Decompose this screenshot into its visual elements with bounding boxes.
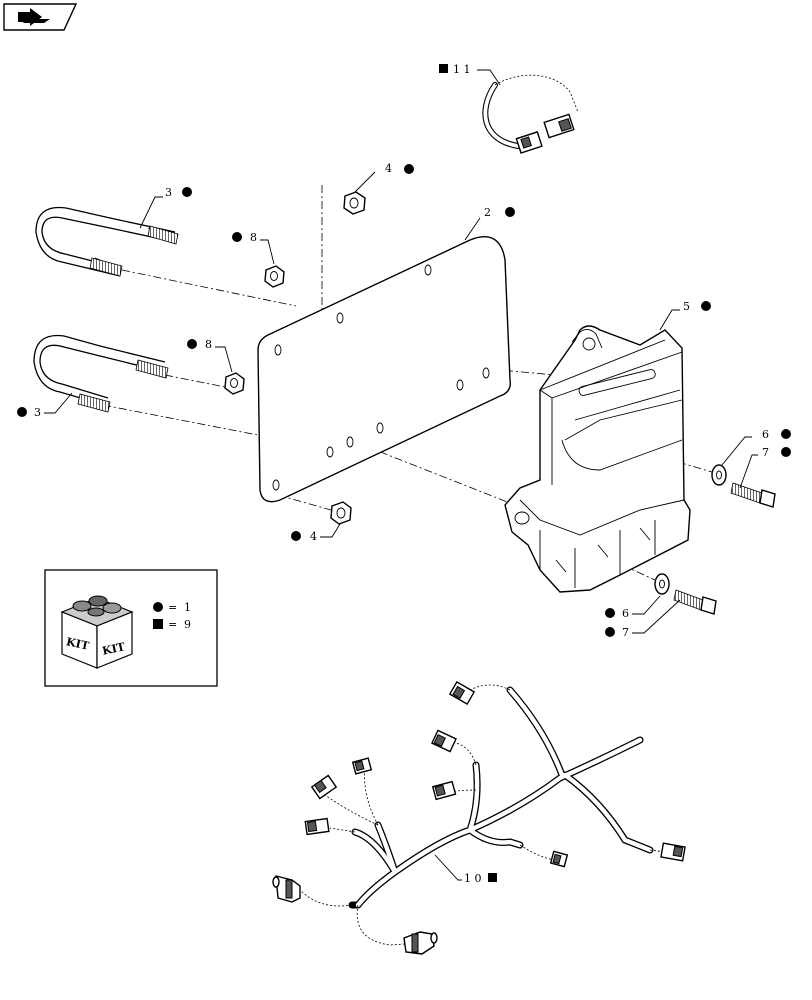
callout-8a-number: 8 xyxy=(250,231,257,244)
callout-8-upper: 8 xyxy=(232,231,275,265)
callout-4-top: 4 xyxy=(354,162,414,193)
connector-c xyxy=(431,780,457,801)
legend-row-circle: = 1 xyxy=(153,601,191,614)
connector-g xyxy=(549,850,569,868)
part-4-nut-bottom xyxy=(330,501,352,525)
connector-a xyxy=(448,680,476,706)
part-10-wiring-harness xyxy=(272,680,686,955)
callout-5-number: 5 xyxy=(683,300,690,313)
callout-5: 5 xyxy=(659,300,711,331)
part-3-u-bolt-lower xyxy=(33,334,169,413)
arrow-right-icon xyxy=(18,8,50,26)
callout-6b-number: 6 xyxy=(622,607,629,620)
callout-7a-number: 7 xyxy=(762,446,769,459)
connector-d xyxy=(351,757,373,775)
callout-7-upper: 7 xyxy=(739,446,791,489)
callout-7b-number: 7 xyxy=(622,626,629,639)
part-2-mounting-plate xyxy=(257,236,511,503)
callout-6a-number: 6 xyxy=(762,428,769,441)
callout-3b-number: 3 xyxy=(34,406,41,419)
callout-3-lower: 3 xyxy=(17,392,73,419)
callout-4b-number: 4 xyxy=(310,530,317,543)
callout-10-number: 1 0 xyxy=(464,872,482,885)
callout-4a-number: 4 xyxy=(385,162,392,175)
callout-11-number: 1 1 xyxy=(453,63,471,76)
callout-8b-number: 8 xyxy=(205,338,212,351)
callout-4-bottom: 4 xyxy=(291,523,341,543)
legend-row-square: = 9 xyxy=(153,618,191,631)
part-4-nut-top xyxy=(343,191,366,215)
kit-legend: KIT KIT = 1 = 9 xyxy=(44,569,218,687)
kit-box-icon: KIT KIT xyxy=(60,595,134,669)
legend-circle-equals: = xyxy=(168,601,177,614)
part-7-bolt-upper xyxy=(730,482,776,508)
part-5-controller xyxy=(504,325,691,593)
legend-square-equals: = xyxy=(168,618,177,631)
part-6-washer-upper xyxy=(711,464,727,486)
callout-2: 2 xyxy=(464,206,515,241)
callout-11: 1 1 xyxy=(439,63,501,86)
part-6-washer-lower xyxy=(654,573,670,595)
sensor-bottom xyxy=(403,931,438,955)
callout-3-upper: 3 xyxy=(139,186,192,229)
part-8-nut-upper xyxy=(264,265,285,288)
callout-10: 1 0 xyxy=(434,854,497,885)
kit-box-label-right: KIT xyxy=(101,640,127,658)
part-11-harness xyxy=(482,74,579,154)
kit-box-label-left: KIT xyxy=(65,635,91,653)
callout-6-lower: 6 xyxy=(605,595,661,620)
nav-arrow-button[interactable] xyxy=(3,3,78,31)
callout-6-upper: 6 xyxy=(721,428,791,466)
connector-f xyxy=(304,817,330,836)
callout-8-lower: 8 xyxy=(187,338,233,373)
connector-e xyxy=(310,774,338,800)
part-7-bolt-lower xyxy=(673,589,717,615)
legend-square-value: 9 xyxy=(184,618,191,631)
sensor-left xyxy=(272,875,301,903)
callout-3a-number: 3 xyxy=(165,186,172,199)
callout-2-number: 2 xyxy=(484,206,491,219)
connector-h xyxy=(660,842,686,862)
connector-b xyxy=(431,729,457,753)
part-8-nut-lower xyxy=(224,372,245,395)
legend-circle-value: 1 xyxy=(184,601,191,614)
callout-7-lower: 7 xyxy=(605,599,681,639)
part-3-u-bolt-upper xyxy=(35,206,179,277)
